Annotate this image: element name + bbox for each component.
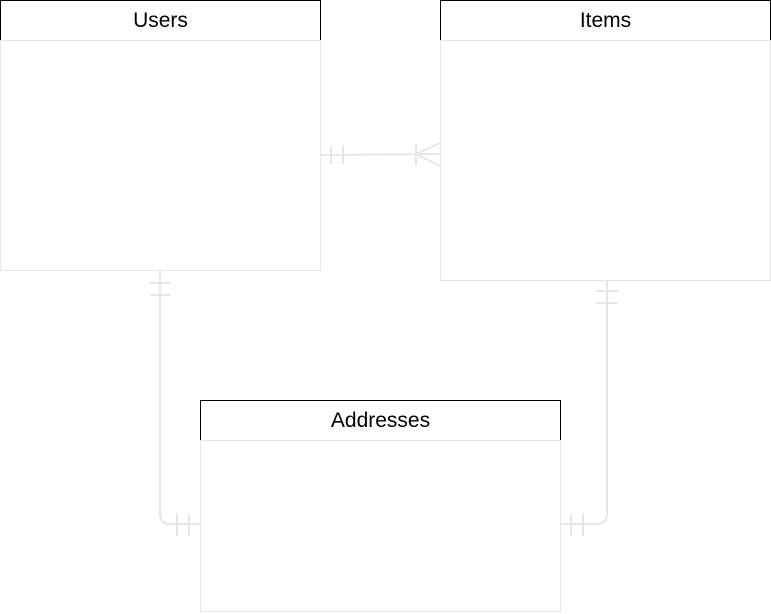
entity-users-title: Users	[133, 8, 188, 32]
entity-items-body[interactable]	[440, 40, 771, 281]
entity-addresses[interactable]: Addresses	[200, 400, 561, 612]
connector-items-addresses-line	[561, 281, 608, 525]
entity-addresses-header[interactable]: Addresses	[200, 400, 561, 440]
entity-users-body[interactable]	[0, 40, 321, 271]
entity-addresses-title: Addresses	[330, 408, 431, 432]
items-side-crowfoot	[413, 142, 441, 167]
entity-users-header[interactable]: Users	[0, 0, 321, 40]
connector-users-items[interactable]	[320, 142, 441, 167]
connector-users-items-line	[320, 153, 441, 156]
connector-items-addresses[interactable]	[561, 281, 618, 536]
entity-users[interactable]: Users	[0, 0, 321, 271]
connector-users-addresses-line	[159, 271, 200, 525]
entity-items-title: Items	[579, 8, 632, 32]
entity-addresses-body[interactable]	[200, 440, 561, 612]
entity-items[interactable]: Items	[440, 0, 771, 281]
connector-users-addresses[interactable]	[150, 271, 200, 536]
entity-items-header[interactable]: Items	[440, 0, 771, 40]
